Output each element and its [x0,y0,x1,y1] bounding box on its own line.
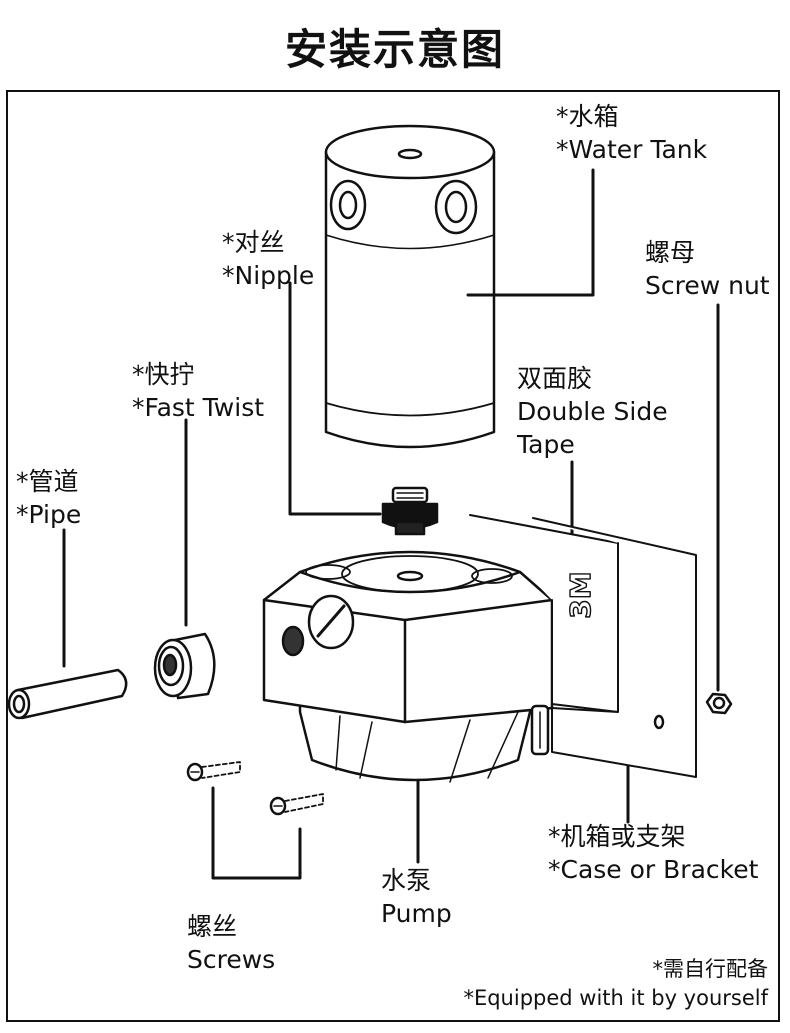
nipple [381,486,439,536]
label-screws: 螺丝 Screws [187,910,275,976]
screws [186,761,324,816]
label-pump-zh: 水泵 [381,866,432,895]
label-pipe-zh: *管道 [16,467,79,496]
diagram-title: 安装示意图 [284,25,505,74]
label-water-tank: *水箱 *Water Tank [556,100,707,166]
label-nipple-en: *Nipple [222,261,315,290]
label-fast-twist-en: *Fast Twist [132,393,265,422]
label-water-tank-zh: *水箱 [556,102,619,131]
label-tape-en-2: Tape [517,430,575,459]
footnote: *需自行配备 *Equipped with it by yourself [463,955,768,1013]
label-pump: 水泵 Pump [381,864,452,930]
label-case-en: *Case or Bracket [548,855,759,884]
label-nipple-zh: *对丝 [222,228,285,257]
label-tape-zh: 双面胶 [517,364,593,393]
label-screw-nut: 螺母 Screw nut [645,236,770,302]
label-double-side-tape: 双面胶 Double Side Tape [517,362,668,461]
water-tank [324,124,496,449]
case-or-bracket [469,514,697,778]
fast-twist [153,632,216,700]
label-screws-en: Screws [187,945,276,974]
label-screw-nut-zh: 螺母 [645,238,696,267]
tape-3m-mark: 3M [564,571,597,618]
label-case-bracket: *机箱或支架 *Case or Bracket [548,820,758,886]
label-pipe-en: *Pipe [16,500,82,529]
footnote-en: *Equipped with it by yourself [463,986,768,1010]
pump [262,550,554,783]
label-water-tank-en: *Water Tank [556,135,708,164]
label-screw-nut-en: Screw nut [645,271,770,300]
pipe [7,668,128,720]
diagram-frame [6,90,780,1022]
label-pipe: *管道 *Pipe [16,465,81,531]
footnote-zh: *需自行配备 [652,957,769,981]
label-fast-twist-zh: *快拧 [132,360,195,389]
label-screws-zh: 螺丝 [187,912,238,941]
label-nipple: *对丝 *Nipple [222,226,314,292]
label-tape-en-1: Double Side [517,397,668,426]
leader-lines [62,168,720,880]
label-pump-en: Pump [381,899,452,928]
label-case-zh: *机箱或支架 [548,822,686,851]
label-fast-twist: *快拧 *Fast Twist [132,358,264,424]
screw-nut [705,692,733,715]
